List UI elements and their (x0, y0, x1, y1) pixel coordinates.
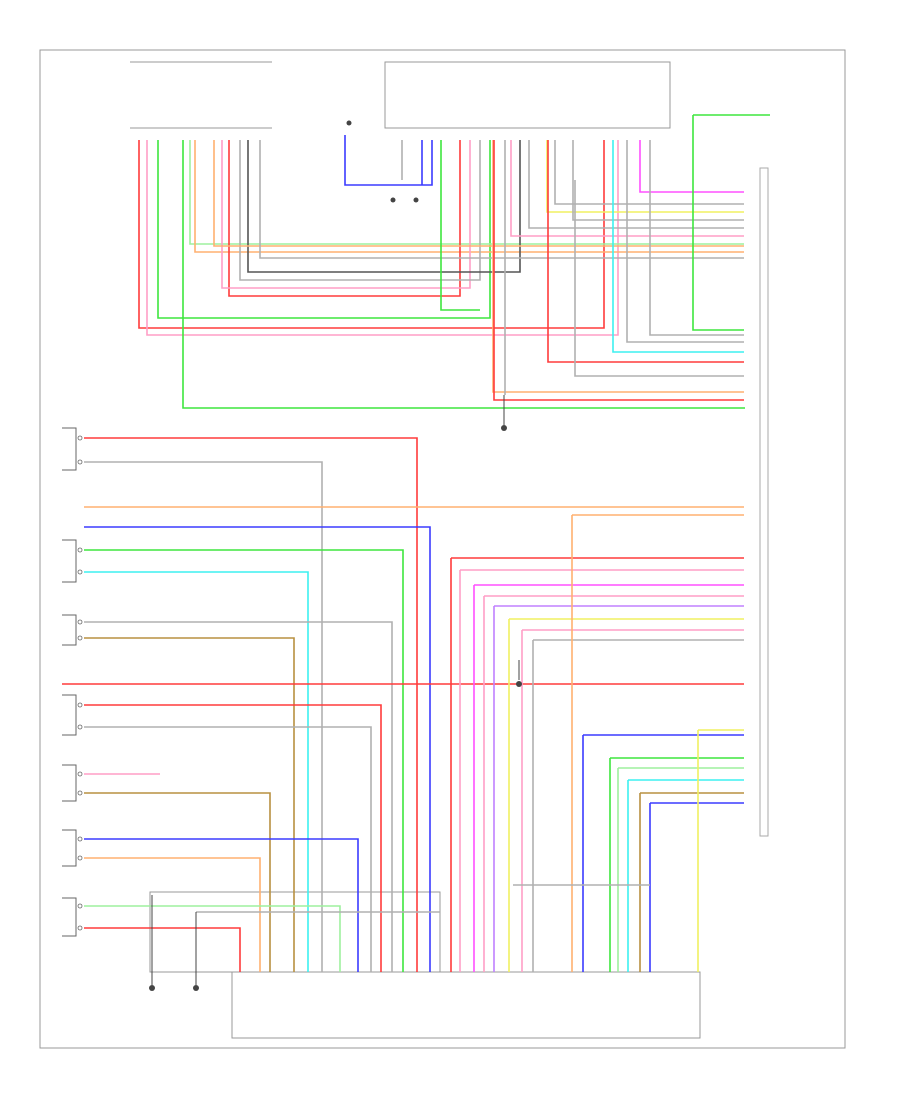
wire-gray-30 (649, 140, 744, 336)
wire-gray-32 (84, 461, 323, 972)
wire-green-29 (692, 114, 770, 331)
wire-dark_gray-9 (247, 140, 521, 273)
wire-red-48 (450, 557, 744, 972)
wire-gray-8 (239, 140, 481, 281)
ground-top-connector (346, 120, 419, 203)
wire-magenta-50 (473, 584, 744, 972)
wire-orange-10 (213, 140, 744, 247)
wire-pink-54 (521, 629, 744, 972)
wire-cyan-23 (612, 140, 744, 353)
wire-pink-7 (221, 140, 471, 289)
left-component-1 (62, 427, 83, 471)
left-component-5 (62, 764, 83, 802)
wire-red-22 (547, 140, 744, 363)
wire-gray-21 (572, 140, 744, 221)
wire-brown-43 (84, 792, 271, 972)
wire-red-31 (84, 437, 418, 972)
left-component-7 (62, 897, 83, 937)
wire-gray-37 (84, 621, 393, 972)
wire-gray-55 (532, 639, 744, 972)
wire-gray-41 (84, 726, 372, 972)
wire-orange-24 (492, 140, 744, 393)
wire-red-26 (493, 140, 744, 401)
wire-gray-11 (259, 140, 744, 259)
wire-orange-45 (84, 857, 261, 972)
wire-pink-20 (510, 140, 744, 237)
wire-pink-49 (459, 569, 744, 972)
ground-mid-center (516, 660, 522, 687)
wire-blue-57 (582, 734, 744, 972)
ground-bottom-left-2 (193, 912, 199, 991)
wire-violet-52 (493, 605, 744, 972)
wire-yellow-18 (546, 140, 744, 213)
left-component-6 (62, 829, 83, 867)
wire-brown-61 (639, 792, 744, 972)
wire-green-2 (157, 140, 491, 319)
wire-orange-5 (194, 140, 744, 253)
wire-light_green-4 (189, 140, 744, 245)
wire-gray-28 (626, 140, 744, 343)
ground-bottom-left-1 (149, 895, 155, 991)
wire-blue-62 (649, 802, 744, 972)
wire-pink-1 (146, 140, 619, 336)
wire-green-3 (182, 140, 745, 409)
diagram-frame (39, 49, 846, 1049)
left-components (62, 427, 83, 937)
wires-group (62, 114, 770, 972)
wire-magenta-16 (639, 140, 744, 193)
wire-red-40 (84, 704, 382, 972)
bottom-connector (149, 891, 701, 1039)
wire-red-6 (228, 140, 461, 297)
wire-cyan-60 (627, 779, 744, 972)
wire-orange-56 (571, 514, 744, 972)
top-center-connector (384, 61, 671, 129)
wire-pink-51 (483, 595, 744, 972)
wire-light_green-46 (84, 905, 341, 972)
wire-green-35 (84, 549, 404, 972)
wire-green-15 (440, 140, 480, 311)
wire-brown-38 (84, 637, 295, 972)
left-component-2 (62, 539, 83, 583)
right-terminal-strip (759, 167, 769, 837)
wire-gray-19 (528, 140, 744, 229)
left-component-3 (62, 614, 83, 646)
wire-light_green-59 (617, 767, 744, 972)
wire-red-0 (138, 140, 605, 329)
ground-top-center (501, 395, 507, 431)
wire-blue-44 (84, 838, 359, 972)
wire-blue-12 (344, 135, 433, 186)
wire-red-47 (84, 927, 241, 972)
wire-gray-17 (554, 140, 744, 205)
wire-blue-34 (84, 526, 431, 972)
left-component-4 (62, 694, 83, 736)
top-left-connector (130, 61, 272, 129)
wire-yellow-53 (508, 618, 744, 972)
wire-green-58 (609, 757, 744, 972)
wire-yellow-63 (697, 729, 744, 972)
wire-gray-27 (574, 180, 744, 377)
